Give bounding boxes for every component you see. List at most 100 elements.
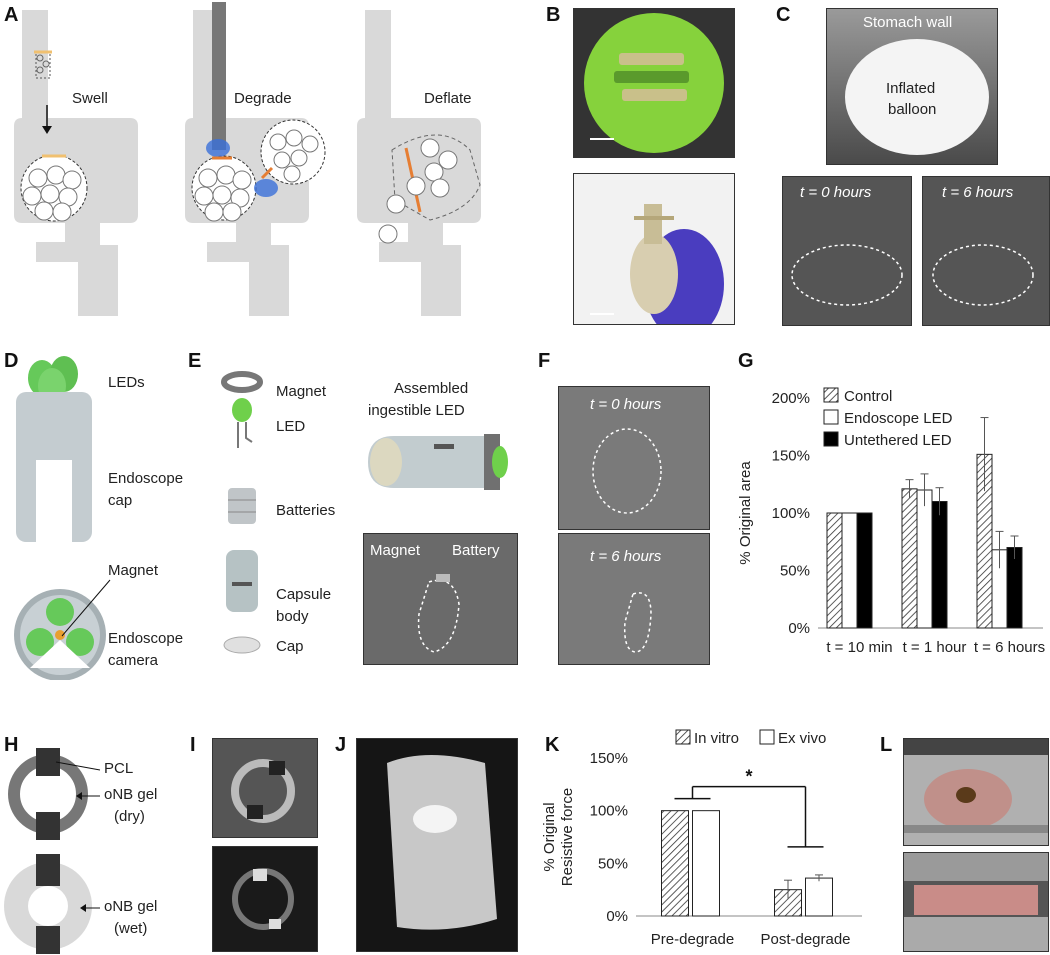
- xray-led-6h: [558, 533, 710, 665]
- leader-line-magnet: [61, 579, 111, 637]
- y-tick-label: 0%: [788, 620, 810, 637]
- label-e-cap: Cap: [276, 638, 304, 655]
- x-tick-label: Pre-degrade: [651, 931, 734, 948]
- panel-letter-b: B: [546, 4, 561, 26]
- x-tick-label: t = 10 min: [826, 639, 892, 656]
- label-capsule: Capsule: [276, 586, 332, 603]
- label-batteries: Batteries: [276, 502, 336, 519]
- panel-letter-i: I: [190, 734, 196, 756]
- x-tick-label: Post-degrade: [760, 931, 850, 948]
- assembled-capsule-diagram: [368, 434, 508, 490]
- xray-ring-device: [212, 846, 318, 952]
- y-axis-label-line1: % Original: [541, 802, 558, 871]
- label-inflated: Inflated: [886, 80, 936, 97]
- capsule-parts-diagram: [221, 371, 263, 654]
- endoscope-tube: [212, 2, 226, 150]
- label-e-led: LED: [276, 418, 306, 435]
- panel-letter-j: J: [335, 734, 347, 756]
- legend-label: In vitro: [694, 730, 739, 747]
- panel-letter-d: D: [4, 350, 19, 372]
- photo-compression-test-bottom: [903, 852, 1049, 952]
- bar-hatched: [661, 810, 689, 917]
- y-tick-label: 100%: [772, 505, 810, 522]
- label-body: body: [276, 608, 309, 625]
- deflated-balloon-icon: [378, 134, 481, 244]
- y-tick-label: 50%: [780, 563, 810, 580]
- label-d-magnet: Magnet: [108, 562, 159, 579]
- label-stomach-wall: Stomach wall: [863, 14, 953, 31]
- label-degrade: Degrade: [234, 90, 292, 107]
- x-tick-label: t = 1 hour: [903, 639, 967, 656]
- photo-compression-test-top: [903, 738, 1049, 846]
- label-c-t0: t = 0 hours: [800, 184, 872, 201]
- photo-ring-device: [212, 738, 318, 838]
- bar-hatched: [826, 512, 843, 629]
- y-tick-label: 150%: [590, 750, 628, 767]
- legend-swatch: [675, 729, 691, 745]
- y-axis-label-line2: Resistive force: [559, 788, 576, 886]
- label-xray-magnet: Magnet: [370, 542, 421, 559]
- label-wet: (wet): [114, 920, 148, 937]
- oNB-gel-diagram: [4, 748, 92, 954]
- bar-white: [916, 489, 933, 629]
- bar-white: [692, 810, 720, 917]
- swollen-balloon-icon: [20, 154, 88, 222]
- label-onb-gel-wet: oNB gel: [104, 898, 158, 915]
- panel-letter-a: A: [4, 4, 19, 26]
- legend-swatch: [823, 387, 839, 403]
- label-cap: cap: [108, 492, 133, 509]
- xray-ingestible-led: [363, 533, 518, 665]
- panel-letter-c: C: [776, 4, 791, 26]
- y-tick-label: 0%: [606, 908, 628, 925]
- endoscope-cap-diagram: [14, 356, 106, 680]
- label-c-t6: t = 6 hours: [942, 184, 1014, 201]
- legend-swatch: [823, 431, 839, 447]
- xray-tissue-sample: [356, 738, 518, 952]
- photo-gloved-hand-device: [573, 173, 735, 325]
- photo-device-mold: [573, 8, 735, 158]
- label-e-magnet: Magnet: [276, 383, 327, 400]
- label-endoscope: Endoscope: [108, 470, 184, 487]
- label-assembled: Assembled: [394, 380, 469, 397]
- label-xray-battery: Battery: [452, 542, 500, 559]
- bar-black: [931, 501, 948, 629]
- photo-inflated-balloon-stomach: [826, 8, 998, 165]
- label-balloon: balloon: [888, 101, 937, 118]
- degrade-balloon-icon: [191, 119, 326, 222]
- x-tick-label: t = 6 hours: [974, 639, 1045, 656]
- y-axis-label: % Original area: [737, 461, 754, 565]
- y-tick-label: 200%: [772, 390, 810, 407]
- significance-marker: *: [745, 767, 752, 787]
- label-dry: (dry): [114, 808, 145, 825]
- label-ingestible-led: ingestible LED: [368, 402, 465, 419]
- label-f-t0: t = 0 hours: [590, 396, 662, 413]
- bar-white: [841, 512, 858, 629]
- label-swell: Swell: [72, 90, 108, 107]
- arrow-down-icon: [42, 105, 52, 134]
- bar-black: [1006, 547, 1023, 629]
- label-pcl: PCL: [104, 760, 134, 777]
- xray-balloon-6h: [922, 176, 1050, 326]
- panel-letter-g: G: [738, 350, 754, 372]
- leader-lines-h: [55, 761, 101, 912]
- label-leds: LEDs: [108, 374, 145, 391]
- y-tick-label: 150%: [772, 448, 810, 465]
- label-endoscope-2: Endoscope: [108, 630, 184, 647]
- bar-black: [856, 512, 873, 629]
- legend-swatch: [823, 409, 839, 425]
- legend-label: Endoscope LED: [844, 410, 953, 427]
- legend-label: Control: [844, 388, 892, 405]
- xray-balloon-0h: [782, 176, 912, 326]
- panel-a-diagram: [14, 2, 481, 316]
- legend-label: Untethered LED: [844, 432, 952, 449]
- panel-letter-l: L: [880, 734, 893, 756]
- panel-letter-k: K: [545, 734, 560, 756]
- stomach-shape-deflate: [357, 10, 481, 316]
- bar-hatched: [901, 488, 918, 629]
- label-f-t6: t = 6 hours: [590, 548, 662, 565]
- label-camera: camera: [108, 652, 159, 669]
- y-tick-label: 100%: [590, 803, 628, 820]
- chart-original-area: 0% 50% 100% 150% 200% % Original area t = 10 m…: [737, 387, 1045, 656]
- legend-label: Ex vivo: [778, 730, 826, 747]
